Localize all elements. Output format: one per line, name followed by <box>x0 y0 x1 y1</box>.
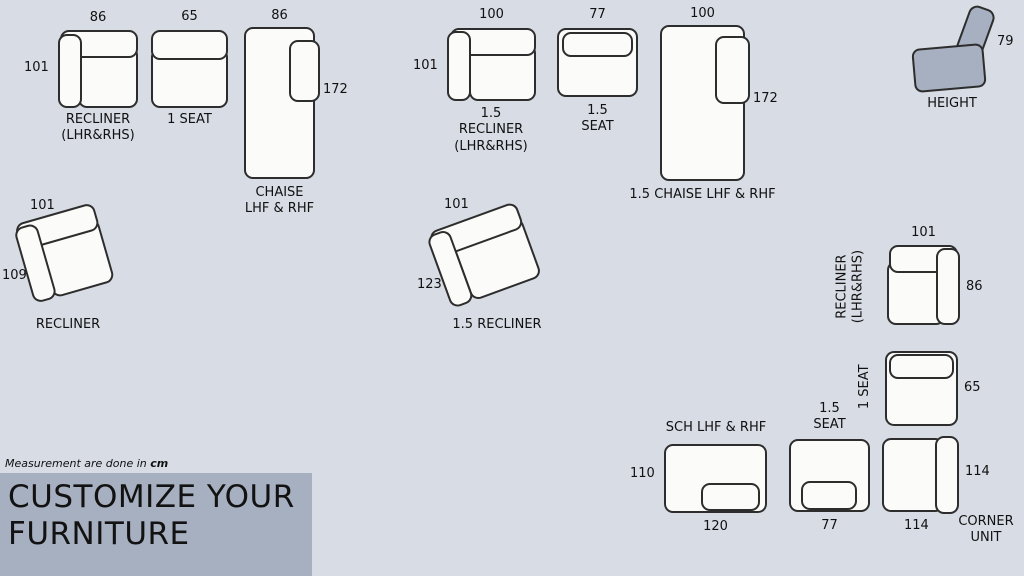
module-sch: SCH LHF & RHF 110 120 <box>630 420 767 534</box>
arm-shape <box>58 34 82 108</box>
module-label: 1.5 RECLINER <box>452 317 542 332</box>
measurement-note-text: Measurement are done in <box>5 457 151 470</box>
rotated-shape <box>12 202 116 306</box>
dim-width: 101 <box>911 225 936 240</box>
measurement-note: Measurement are done in cm <box>5 457 168 470</box>
dim-width: 114 <box>904 518 929 533</box>
dim-depth: 65 <box>964 380 981 395</box>
dim-height: 79 <box>997 34 1014 49</box>
dim-length: 172 <box>753 91 778 106</box>
dim-depth: 110 <box>630 466 655 481</box>
module-label: 1.5 SEAT <box>581 103 614 135</box>
dim-width: 65 <box>181 9 198 24</box>
module-1-5-recliner-lhr-rhs: 100 101 1.5 RECLINER (LHR&RHS) <box>413 7 536 154</box>
page-title: CUSTOMIZE YOUR FURNITURE <box>8 479 295 552</box>
module-label: 1.5 RECLINER (LHR&RHS) <box>454 106 528 154</box>
dim-width: 86 <box>271 8 288 23</box>
module-label: CORNER UNIT <box>958 514 1014 546</box>
module-recliner-rotated: 101 109 RECLINER <box>0 190 150 340</box>
dim-length: 172 <box>323 82 348 97</box>
module-recliner-lhr-rhs: 86 101 RECLINER (LHR&RHS) <box>24 10 138 143</box>
module-1-5-chaise: 100 172 1.5 CHAISE LHF & RHF <box>629 6 777 202</box>
module-label: 1.5 SEAT <box>813 401 846 433</box>
dim-width: 100 <box>690 6 715 21</box>
dim-depth: 109 <box>2 268 27 283</box>
dim-depth: 123 <box>417 277 442 292</box>
seat-shape <box>911 42 987 94</box>
module-1-seat-rhs: 65 1 SEAT <box>857 351 981 426</box>
footrest-shape <box>701 483 760 511</box>
module-label: 1 SEAT <box>167 112 212 127</box>
arm-shape <box>935 436 959 514</box>
module-label: RECLINER <box>35 317 101 332</box>
dim-depth: 101 <box>24 60 49 75</box>
module-1-seat: 65 1 SEAT <box>151 9 228 127</box>
dim-width: 120 <box>703 519 728 534</box>
arm-shape <box>715 36 750 104</box>
module-height-side-view: 79 HEIGHT <box>911 3 1014 111</box>
dim-width: 101 <box>30 198 55 213</box>
dim-depth: 101 <box>413 58 438 73</box>
arm-shape <box>447 31 471 101</box>
module-1-5-seat-footrest: 1.5 SEAT 77 <box>789 401 870 533</box>
arm-shape <box>936 248 960 325</box>
back-shape <box>151 30 228 60</box>
rotated-shape <box>425 201 543 311</box>
dim-width: 100 <box>479 7 504 22</box>
module-label: RECLINER (LHR&RHS) <box>61 112 135 144</box>
title-panel: CUSTOMIZE YOUR FURNITURE <box>0 473 312 576</box>
module-1-5-recliner-rotated: 101 123 1.5 RECLINER <box>410 190 570 340</box>
footrest-shape <box>801 481 857 510</box>
dim-depth: 86 <box>966 279 983 294</box>
dim-width: 77 <box>589 7 606 22</box>
module-label: HEIGHT <box>927 96 977 111</box>
module-recliner-rhs: 101 86 RECLINER (LHR&RHS) <box>834 225 983 325</box>
arm-shape <box>289 40 320 102</box>
measurement-note-unit: cm <box>150 457 169 470</box>
module-1-5-seat: 77 1.5 SEAT <box>557 7 638 134</box>
back-shape <box>889 354 954 379</box>
module-label: CHAISE LHF & RHF <box>244 185 315 217</box>
module-label: SCH LHF & RHF <box>665 420 767 435</box>
module-label: 1.5 CHAISE LHF & RHF <box>629 187 776 202</box>
module-label: RECLINER (LHR&RHS) <box>834 249 865 324</box>
dim-width: 101 <box>444 197 469 212</box>
dim-width: 86 <box>89 10 107 25</box>
back-shape <box>562 32 633 57</box>
dim-width: 77 <box>821 518 838 533</box>
module-corner-unit: 114 114 CORNER UNIT <box>882 436 1014 545</box>
dim-depth: 114 <box>965 464 990 479</box>
module-chaise: 86 172 CHAISE LHF & RHF <box>244 8 348 216</box>
